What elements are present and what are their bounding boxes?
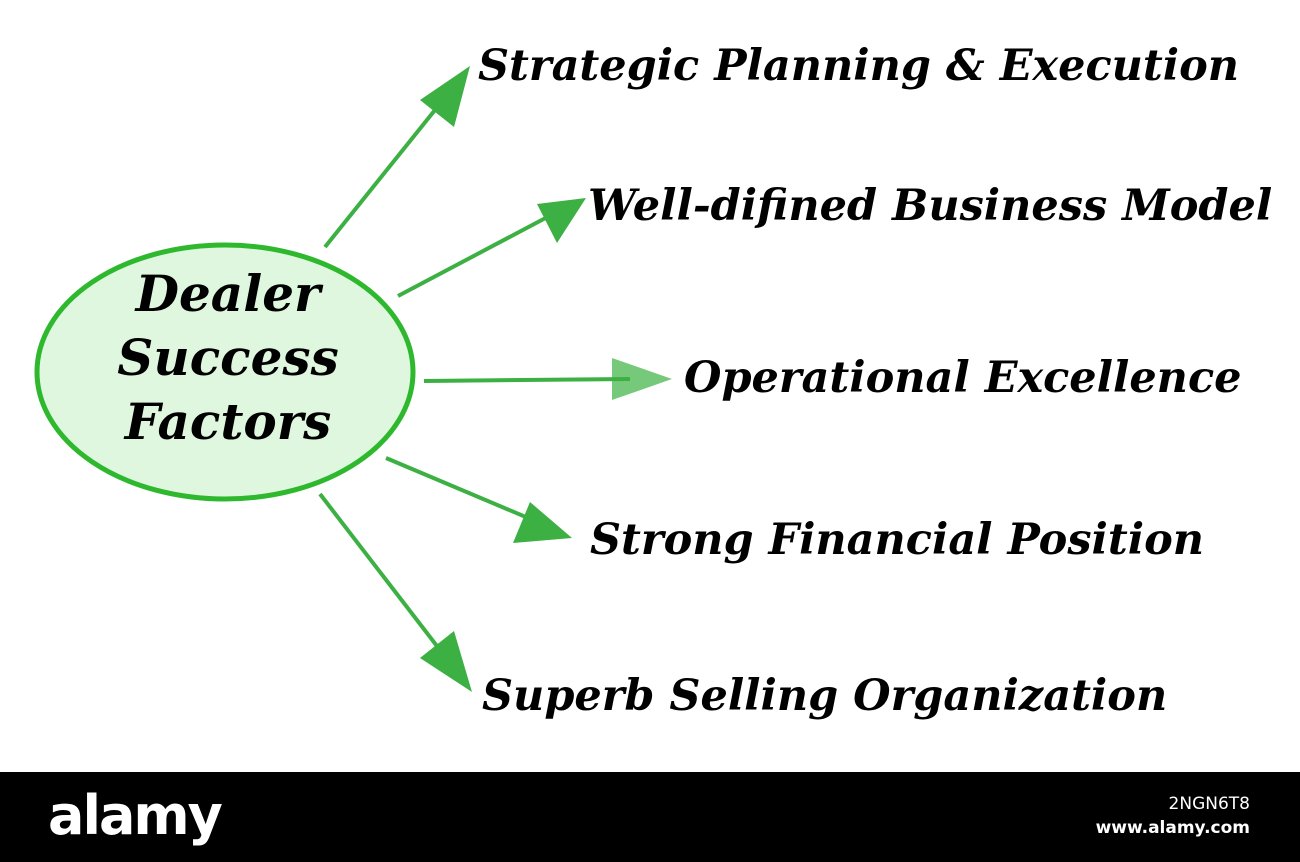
center-label-line: Factors bbox=[124, 392, 332, 451]
arrowhead-selling-organization bbox=[420, 631, 472, 692]
arrow-business-model bbox=[397, 211, 556, 298]
factor-operational-excellence: Operational Excellence bbox=[684, 353, 1242, 403]
watermark-footer: alamy 2NGN6T8 www.alamy.com bbox=[0, 772, 1300, 862]
center-label-line: Success bbox=[117, 328, 339, 387]
arrow-selling-organization bbox=[318, 492, 452, 665]
site-url: www.alamy.com bbox=[1095, 818, 1250, 838]
diagram-graphics bbox=[34, 66, 672, 692]
image-id: 2NGN6T8 bbox=[1168, 794, 1250, 814]
arrow-operational-excellence bbox=[423, 377, 631, 383]
center-ellipse bbox=[34, 242, 416, 502]
arrowhead-operational-excellence bbox=[612, 358, 672, 400]
diagram: Dealer Success Factors Strategic Plannin… bbox=[34, 41, 1273, 721]
arrow-strategic-planning bbox=[323, 93, 449, 249]
alamy-logo: alamy bbox=[48, 784, 223, 847]
arrowhead-strategic-planning bbox=[420, 66, 470, 127]
arrowhead-financial-position bbox=[513, 502, 572, 543]
factor-financial-position: Strong Financial Position bbox=[590, 515, 1205, 565]
arrow-financial-position bbox=[385, 456, 541, 525]
factor-strategic-planning: Strategic Planning & Execution bbox=[478, 41, 1240, 91]
factor-selling-organization: Superb Selling Organization bbox=[482, 671, 1168, 721]
factor-business-model: Well-difined Business Model bbox=[588, 181, 1273, 231]
center-label: Dealer Success Factors bbox=[38, 262, 418, 454]
center-label-line: Dealer bbox=[135, 264, 321, 323]
arrowhead-business-model bbox=[537, 198, 586, 243]
